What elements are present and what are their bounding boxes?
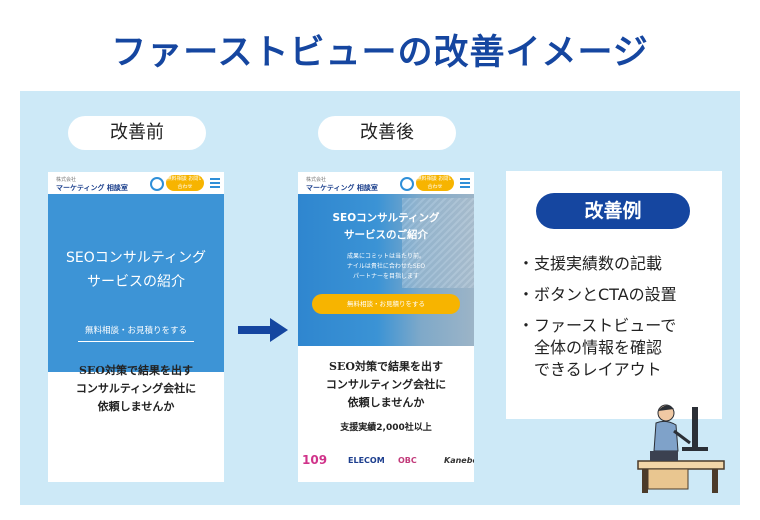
desk-worker-illustration: [637, 404, 725, 493]
after-hero: SEOコンサルティング サービスのご紹介 成果にコミットは当たり前。 ナイルは貴…: [298, 194, 474, 346]
phone-icon: [400, 177, 414, 191]
before-hero: SEOコンサルティング サービスの紹介 無料相談・お見積りをする: [48, 194, 224, 372]
after-phone-mockup: 株式会社 マーケティング 相談室 無料相談 お問い合わせ SEOコンサルティング…: [298, 172, 474, 482]
phone-header: 株式会社 マーケティング 相談室 無料相談 お問い合わせ: [298, 172, 474, 194]
client-logo-109: 109: [302, 453, 328, 467]
site-logo: 株式会社 マーケティング 相談室: [56, 177, 128, 192]
example-label: 改善例: [536, 193, 690, 229]
before-copy: SEO対策で結果を出す コンサルティング会社に 依頼しませんか: [75, 364, 197, 413]
arrow-head-icon: [270, 318, 288, 342]
improvement-examples-box: 改善例 ・支援実績数の記載 ・ボタンとCTAの設置 ・ ファーストビューで 全体…: [506, 171, 722, 419]
list-item: ・ ファーストビューで 全体の情報を確認 できるレイアウト: [518, 316, 677, 379]
client-logo-obc: OBC: [398, 456, 417, 465]
client-logo-kanebo: Kanebo: [444, 456, 474, 465]
site-logo: 株式会社 マーケティング 相談室: [306, 177, 378, 192]
list-item: ・ボタンとCTAの設置: [518, 285, 677, 304]
laptop-photo: [402, 198, 474, 288]
contact-badge: 無料相談 お問い合わせ: [166, 175, 204, 191]
phone-icon: [150, 177, 164, 191]
hero-heading: SEOコンサルティング サービスのご紹介: [332, 212, 440, 241]
arrow-right-icon: [238, 326, 272, 334]
hero-cta-button: 無料相談・お見積りをする: [312, 294, 460, 314]
hero-subtext: 成果にコミットは当たり前。 ナイルは貴社に合わせたSEO パートナーを目指します: [346, 253, 426, 280]
hero-heading: SEOコンサルティング サービスの紹介: [66, 250, 206, 290]
before-label: 改善前: [68, 116, 206, 150]
example-list: ・支援実績数の記載 ・ボタンとCTAの設置 ・ ファーストビューで 全体の情報を…: [518, 253, 718, 390]
after-copy: SEO対策で結果を出す コンサルティング会社に 依頼しませんか: [325, 360, 447, 409]
after-label: 改善後: [318, 116, 456, 150]
client-logos: 109 ELECOM OBC Kanebo: [298, 450, 474, 476]
list-item: ・支援実績数の記載: [518, 254, 663, 273]
page-title: ファーストビューの改善イメージ: [111, 33, 649, 73]
before-phone-mockup: 株式会社 マーケティング 相談室 無料相談 お問い合わせ SEOコンサルティング…: [48, 172, 224, 482]
menu-icon: [460, 178, 470, 180]
menu-icon: [210, 178, 220, 180]
achievement-text: 支援実績2,000社以上: [340, 423, 432, 433]
hero-consult-link: 無料相談・お見積りをする: [78, 324, 194, 342]
phone-header: 株式会社 マーケティング 相談室 無料相談 お問い合わせ: [48, 172, 224, 194]
client-logo-elecom: ELECOM: [348, 456, 385, 465]
contact-badge: 無料相談 お問い合わせ: [416, 175, 454, 191]
